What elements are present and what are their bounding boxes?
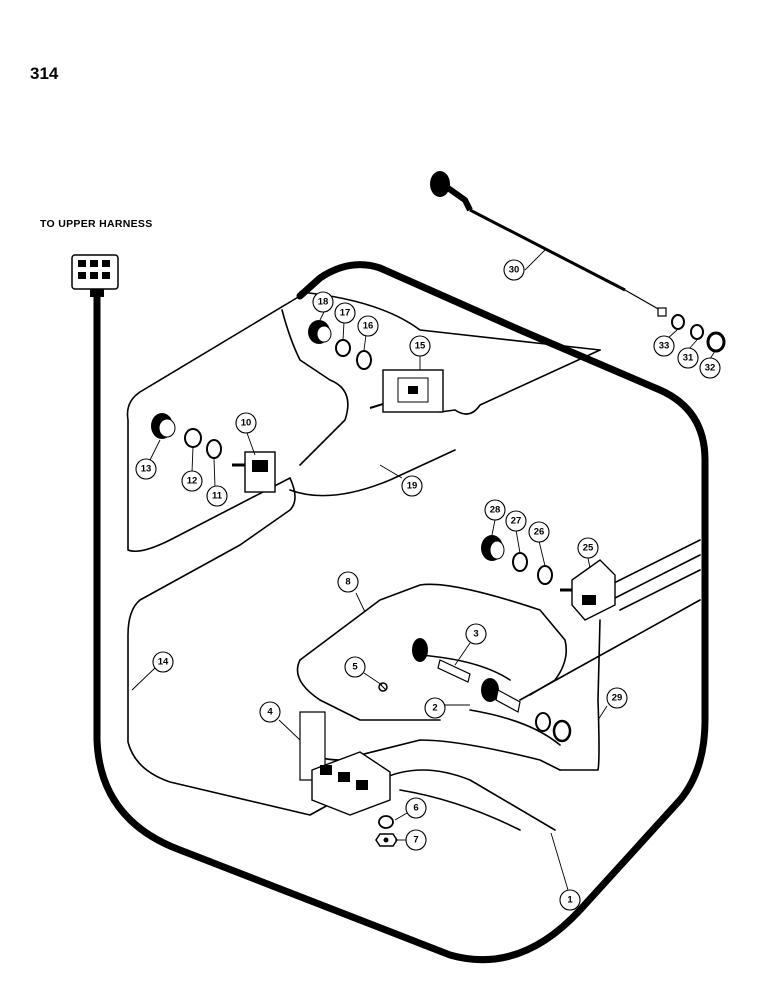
washer-26 <box>537 565 553 585</box>
svg-text:8: 8 <box>345 577 350 588</box>
callout-18: 18 <box>312 291 334 313</box>
callout-1: 1 <box>559 889 581 911</box>
fuse-holder-2 <box>412 638 572 743</box>
nut-27 <box>512 552 528 572</box>
callout-17: 17 <box>334 302 356 324</box>
callout-12: 12 <box>181 470 203 492</box>
callout-4: 4 <box>259 701 281 723</box>
nut-17 <box>335 339 351 357</box>
svg-text:32: 32 <box>705 363 716 374</box>
svg-text:15: 15 <box>415 341 426 352</box>
leader-lines <box>131 249 716 891</box>
svg-text:1: 1 <box>567 895 573 906</box>
svg-text:27: 27 <box>511 516 522 527</box>
callout-29: 29 <box>606 687 628 709</box>
svg-text:28: 28 <box>490 505 501 516</box>
callout-19: 19 <box>401 475 423 497</box>
to-upper-harness-label: TO UPPER HARNESS <box>40 218 153 230</box>
svg-text:31: 31 <box>683 353 694 364</box>
callout-6: 6 <box>405 797 427 819</box>
callout-26: 26 <box>528 521 550 543</box>
svg-text:13: 13 <box>141 464 152 475</box>
knob-28 <box>481 535 505 561</box>
cable-30 <box>430 171 667 317</box>
callout-30: 30 <box>503 259 525 281</box>
main-harness-wire <box>93 261 709 964</box>
callout-16: 16 <box>357 315 379 337</box>
callout-10: 10 <box>235 412 257 434</box>
callout-28: 28 <box>484 499 506 521</box>
screw-5 <box>378 682 388 692</box>
svg-text:29: 29 <box>612 693 623 704</box>
terminal-block-4 <box>299 711 391 816</box>
callout-33: 33 <box>653 335 675 357</box>
svg-text:11: 11 <box>212 491 223 502</box>
callout-32: 32 <box>699 357 721 379</box>
switch-10 <box>232 451 276 493</box>
washer-11 <box>206 439 222 459</box>
nut-32 <box>706 331 726 353</box>
svg-text:12: 12 <box>187 476 198 487</box>
callout-14: 14 <box>152 651 174 673</box>
washer-33 <box>671 314 685 330</box>
svg-text:30: 30 <box>509 265 520 276</box>
fuse-3 <box>437 659 471 683</box>
callout-31: 31 <box>677 347 699 369</box>
washer-31 <box>690 324 704 340</box>
switch-15 <box>369 369 444 413</box>
callout-25: 25 <box>577 537 599 559</box>
page-number: 314 <box>30 64 59 83</box>
nut-7 <box>375 833 398 847</box>
switch-25 <box>560 559 616 621</box>
svg-text:19: 19 <box>407 481 418 492</box>
nut-12 <box>184 428 202 448</box>
callout-7: 7 <box>405 829 427 851</box>
svg-text:18: 18 <box>318 297 329 308</box>
svg-text:26: 26 <box>534 527 545 538</box>
lock-washer-6 <box>378 815 394 829</box>
callout-2: 2 <box>424 697 446 719</box>
svg-text:14: 14 <box>158 657 169 668</box>
callout-5: 5 <box>344 656 366 678</box>
svg-text:7: 7 <box>413 835 418 846</box>
svg-text:5: 5 <box>352 662 358 673</box>
svg-text:2: 2 <box>432 703 437 714</box>
svg-text:33: 33 <box>659 341 670 352</box>
callout-3: 3 <box>465 623 487 645</box>
washer-16 <box>356 350 372 370</box>
knob-13 <box>151 413 176 439</box>
callout-11: 11 <box>206 485 228 507</box>
svg-text:16: 16 <box>363 321 374 332</box>
svg-text:4: 4 <box>267 707 273 718</box>
svg-text:6: 6 <box>413 803 418 814</box>
callout-13: 13 <box>135 458 157 480</box>
svg-text:17: 17 <box>340 308 351 319</box>
callout-27: 27 <box>505 510 527 532</box>
callout-8: 8 <box>337 571 359 593</box>
callout-15: 15 <box>409 335 431 357</box>
knob-18 <box>308 320 332 344</box>
upper-harness-connector <box>71 254 119 297</box>
svg-text:25: 25 <box>583 543 594 554</box>
thin-harness-branches <box>126 291 701 831</box>
svg-text:10: 10 <box>241 418 252 429</box>
svg-text:3: 3 <box>473 629 478 640</box>
